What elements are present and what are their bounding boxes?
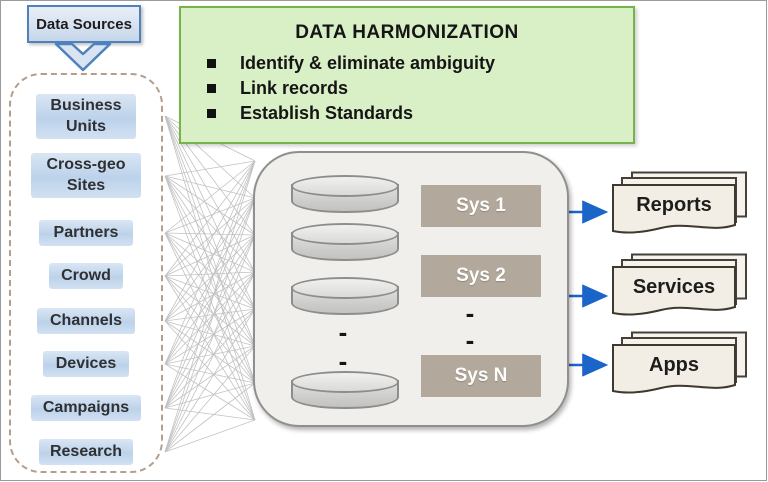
output-label-services: Services: [632, 276, 716, 298]
store-ellipsis-dash: -: [338, 317, 348, 347]
harmonization-title: DATA HARMONIZATION: [295, 22, 519, 43]
source-item-campaigns: Campaigns: [31, 395, 141, 421]
source-item-research: Research: [39, 439, 133, 465]
source-item-business-units: Business Units: [36, 94, 136, 139]
system-box-sys2: Sys 2: [421, 255, 541, 297]
database-cylinder-icon: [291, 371, 399, 413]
output-stack-apps: Apps: [611, 331, 751, 405]
bullet-item: Identify & eliminate ambiguity: [207, 53, 633, 74]
data-sources-callout: Data Sources: [27, 5, 141, 43]
source-label: Business Units: [50, 97, 122, 135]
source-item-partners: Partners: [39, 220, 133, 246]
source-item-channels: Channels: [37, 308, 135, 334]
source-item-devices: Devices: [43, 351, 129, 377]
square-bullet-icon: [207, 59, 216, 68]
output-label-reports: Reports: [636, 194, 712, 216]
system-ellipsis-dash: -: [465, 325, 475, 355]
output-stack-reports: Reports: [611, 171, 751, 245]
output-stack-services: Services: [611, 253, 751, 327]
system-ellipsis-dash: -: [465, 298, 475, 328]
store-ellipsis-dash: -: [338, 346, 348, 376]
source-label: Partners: [53, 224, 119, 241]
system-label: Sys N: [454, 365, 508, 386]
source-label: Research: [49, 443, 123, 460]
source-label: Crowd: [61, 267, 111, 284]
system-box-sys1: Sys 1: [421, 185, 541, 227]
square-bullet-icon: [207, 84, 216, 93]
square-bullet-icon: [207, 109, 216, 118]
bullet-text: Link records: [240, 78, 349, 98]
document-stack-icon: [612, 171, 747, 234]
bullet-text: Identify & eliminate ambiguity: [240, 53, 496, 73]
system-label: Sys 1: [456, 195, 506, 216]
database-cylinder-icon: [291, 175, 399, 217]
output-label-apps: Apps: [649, 354, 699, 376]
source-label: Devices: [55, 355, 117, 372]
system-box-sysN: Sys N: [421, 355, 541, 397]
data-sources-label: Data Sources: [36, 15, 132, 33]
source-item-crowd: Crowd: [49, 263, 123, 289]
bullet-item: Establish Standards: [207, 103, 633, 124]
source-label: Campaigns: [42, 399, 130, 416]
source-label: Cross-geo Sites: [46, 156, 126, 194]
bullet-item: Link records: [207, 78, 633, 99]
data-harmonization-box: DATA HARMONIZATION Identify & eliminate …: [179, 6, 635, 144]
document-stack-icon: [612, 331, 747, 394]
source-item-cross-geo-sites: Cross-geo Sites: [31, 153, 141, 198]
harmonization-hub-box: - - Sys 1 Sys 2 - - Sys N: [253, 151, 569, 427]
bullet-text: Establish Standards: [240, 103, 414, 123]
source-label: Channels: [49, 312, 122, 329]
system-label: Sys 2: [456, 265, 506, 286]
database-cylinder-icon: [291, 223, 399, 265]
callout-down-arrow-icon: [54, 43, 112, 72]
output-arrows: [567, 200, 609, 377]
document-stack-icon: [612, 253, 747, 316]
harmonization-bullet-list: Identify & eliminate ambiguity Link reco…: [181, 53, 633, 124]
database-cylinder-icon: [291, 277, 399, 319]
